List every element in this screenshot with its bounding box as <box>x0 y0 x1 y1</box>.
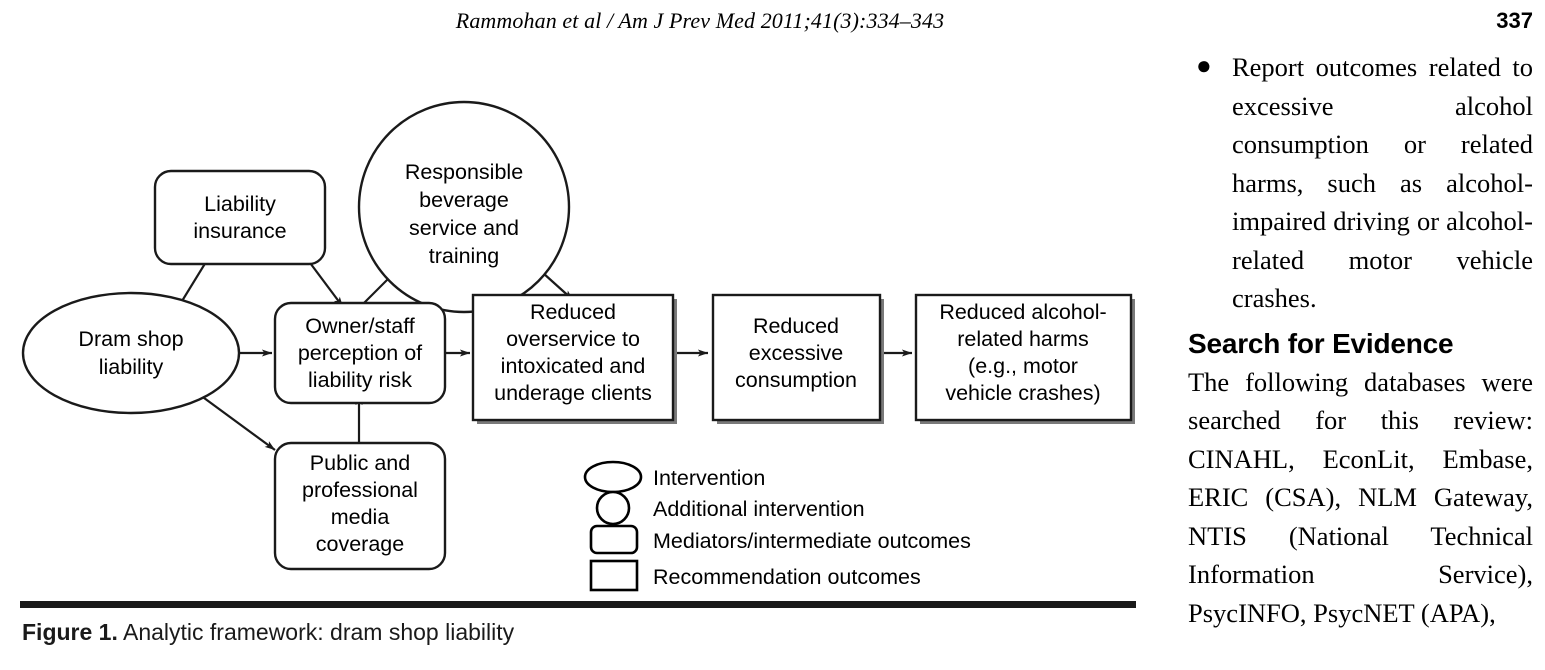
node-owner-staff-perception-line-1: perception of <box>298 341 422 365</box>
node-reduced-overservice-line-0: Reduced <box>530 300 616 324</box>
node-reduced-overservice[interactable]: Reduced overservice to intoxicated and u… <box>471 293 677 424</box>
node-responsible-beverage-service[interactable]: Responsible beverage service and trainin… <box>357 100 571 314</box>
node-public-professional-media-line-3: coverage <box>316 532 404 556</box>
node-dram-shop-liability-shape <box>21 291 241 415</box>
list-item: ● Report outcomes related to excessive al… <box>1188 48 1533 318</box>
node-responsible-beverage-service-shape <box>357 100 571 314</box>
edge-dram-to-media <box>199 394 276 451</box>
node-reduced-excessive-consumption-line-2: consumption <box>735 368 857 392</box>
node-responsible-beverage-service-line-2: service and <box>409 216 519 240</box>
node-owner-staff-perception-line-0: Owner/staff <box>305 314 415 338</box>
article-text-column: ● Report outcomes related to excessive al… <box>1188 48 1533 670</box>
body-paragraph: The following databases were searched fo… <box>1188 366 1533 628</box>
analytic-framework-diagram: Liability insurance Responsible beverage… <box>21 100 1135 592</box>
node-owner-staff-perception-line-2: liability risk <box>308 368 412 392</box>
node-liability-insurance-line-1: insurance <box>193 219 286 243</box>
node-responsible-beverage-service-line-0: Responsible <box>405 160 523 184</box>
node-responsible-beverage-service-line-3: training <box>429 244 500 268</box>
page-number: 337 <box>1496 8 1533 33</box>
node-liability-insurance[interactable]: Liability insurance <box>153 169 327 266</box>
section-heading-search-for-evidence: Search for Evidence <box>1188 327 1454 359</box>
legend-mediators-icon <box>589 524 639 555</box>
node-dram-shop-liability[interactable]: Dram shop liability <box>21 291 241 415</box>
node-reduced-excessive-consumption-line-1: excessive <box>749 341 843 365</box>
node-public-professional-media-line-0: Public and <box>310 451 410 475</box>
node-reduced-overservice-line-1: overservice to <box>506 327 640 351</box>
running-head-title: Rammohan et al / Am J Prev Med 2011;41(3… <box>455 8 945 33</box>
legend-item-recommendation: Recommendation outcomes <box>589 559 921 592</box>
bullet-dot-icon: ● <box>1196 51 1212 80</box>
legend-intervention-label: Intervention <box>653 466 765 490</box>
legend-mediators-label: Mediators/intermediate outcomes <box>653 529 971 553</box>
figure-caption-text: Analytic framework: dram shop liability <box>117 619 515 645</box>
running-head: Rammohan et al / Am J Prev Med 2011;41(3… <box>0 8 1545 38</box>
node-reduced-alcohol-harms-line-3: vehicle crashes) <box>945 381 1100 405</box>
node-reduced-alcohol-harms-line-1: related harms <box>957 327 1088 351</box>
node-reduced-overservice-shape <box>471 293 675 422</box>
node-reduced-excessive-consumption-line-0: Reduced <box>753 314 839 338</box>
legend-item-intervention: Intervention <box>583 460 765 494</box>
figure-divider-rule <box>20 601 1136 608</box>
legend-additional-intervention-label: Additional intervention <box>653 497 865 521</box>
legend-item-additional-intervention: Additional intervention <box>595 490 865 526</box>
node-owner-staff-perception[interactable]: Owner/staff perception of liability risk <box>273 301 447 405</box>
node-liability-insurance-shape <box>153 169 327 266</box>
node-reduced-overservice-line-2: intoxicated and <box>501 354 646 378</box>
legend-intervention-icon <box>583 460 643 494</box>
node-reduced-alcohol-harms-line-2: (e.g., motor <box>968 354 1078 378</box>
bullet-list: ● Report outcomes related to excessive al… <box>1188 48 1533 318</box>
node-public-professional-media-line-2: media <box>331 505 390 529</box>
node-dram-shop-liability-line-1: liability <box>99 355 164 379</box>
node-public-professional-media-line-1: professional <box>302 478 418 502</box>
legend-recommendation-icon <box>589 559 639 592</box>
figure-container: Liability insurance Responsible beverage… <box>0 45 1150 670</box>
node-dram-shop-liability-line-0: Dram shop <box>78 327 183 351</box>
diagram-legend: Intervention Additional intervention Med… <box>583 460 971 592</box>
node-owner-staff-perception-shape <box>273 301 447 405</box>
node-reduced-alcohol-harms[interactable]: Reduced alcohol- related harms (e.g., mo… <box>914 293 1135 424</box>
figure-caption: Figure 1. Analytic framework: dram shop … <box>22 619 514 646</box>
node-responsible-beverage-service-line-1: beverage <box>419 188 509 212</box>
node-reduced-excessive-consumption[interactable]: Reduced excessive consumption <box>711 293 884 424</box>
legend-additional-intervention-icon <box>595 490 631 526</box>
node-reduced-excessive-consumption-shape <box>711 293 882 422</box>
figure-caption-label: Figure 1. <box>22 619 118 645</box>
legend-item-mediators: Mediators/intermediate outcomes <box>589 524 971 555</box>
legend-recommendation-label: Recommendation outcomes <box>653 565 921 589</box>
bullet-item-text: Report outcomes related to excessive alc… <box>1232 52 1533 313</box>
node-reduced-alcohol-harms-line-0: Reduced alcohol- <box>939 300 1106 324</box>
node-liability-insurance-line-0: Liability <box>204 192 276 216</box>
node-public-professional-media-shape <box>273 441 447 571</box>
node-reduced-overservice-line-3: underage clients <box>494 381 652 405</box>
node-reduced-alcohol-harms-shape <box>914 293 1133 422</box>
node-public-professional-media[interactable]: Public and professional media coverage <box>273 441 447 571</box>
